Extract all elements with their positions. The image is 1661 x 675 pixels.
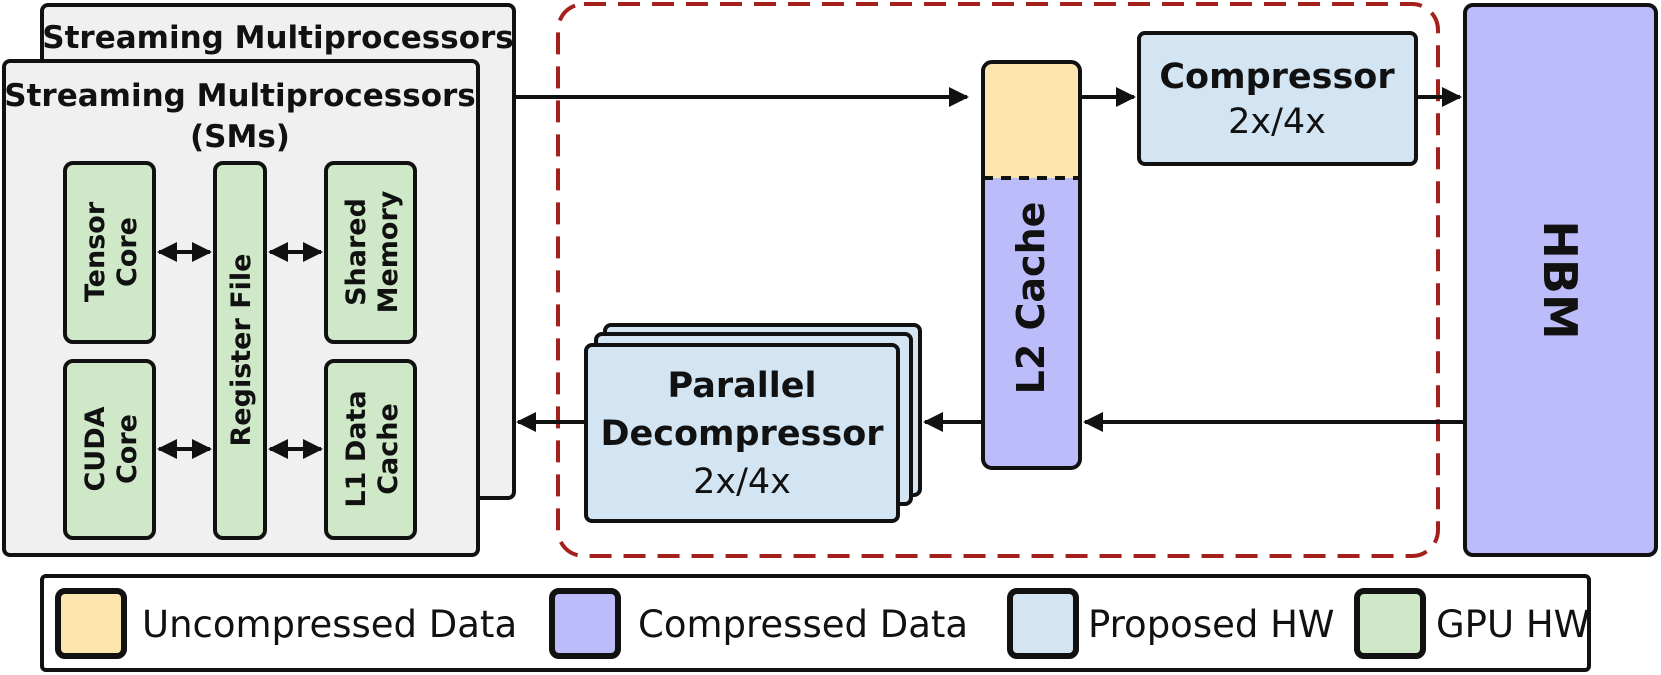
- legend-box: [40, 574, 1591, 672]
- cuda-core-box: [63, 359, 156, 540]
- l1-cache-label-1: L1 Data: [341, 390, 372, 507]
- hbm-label: HBM: [1533, 220, 1587, 339]
- l1-cache-label-2: Cache: [373, 403, 404, 495]
- legend-swatch-uncompressed: [55, 588, 127, 659]
- legend-label-proposed: Proposed HW: [1088, 603, 1335, 646]
- sm-front-title-line1: Streaming Multiprocessors: [4, 78, 475, 114]
- compressor-label-2: 2x/4x: [1228, 102, 1326, 142]
- l1-cache-box: [324, 359, 417, 540]
- decompressor-label-3: 2x/4x: [693, 462, 791, 502]
- sm-front-title-line2: (SMs): [190, 119, 290, 155]
- legend-swatch-proposed: [1007, 588, 1079, 659]
- cuda-core-label-1: CUDA: [80, 406, 111, 491]
- compressor-label-1: Compressor: [1159, 57, 1395, 97]
- l2-cache-label: L2 Cache: [1009, 202, 1053, 395]
- l2-cache-uncompressed-fill: [983, 62, 1080, 178]
- decompressor-label-1: Parallel: [668, 366, 817, 406]
- l2-cache-box: [981, 60, 1082, 470]
- legend-label-gpu: GPU HW: [1436, 603, 1590, 646]
- shared-memory-box: [324, 161, 417, 344]
- shared-memory-label-1: Shared: [341, 198, 372, 306]
- legend-swatch-compressed: [549, 588, 621, 659]
- legend-swatch-gpu: [1354, 588, 1426, 659]
- tensor-core-label-1: Tensor: [80, 201, 111, 302]
- proposed-region-border: [556, 2, 1440, 558]
- legend-label-uncompressed: Uncompressed Data: [142, 603, 517, 646]
- tensor-core-box: [63, 161, 156, 344]
- tensor-core-label-2: Core: [112, 217, 143, 287]
- legend-label-compressed: Compressed Data: [638, 603, 968, 646]
- sm-back-title: Streaming Multiprocessors: [42, 20, 513, 56]
- decompressor-box: [584, 343, 900, 523]
- l2-cache-uncompressed-fill-bottom: [983, 160, 1080, 178]
- register-file-box: [213, 161, 267, 540]
- decompressor-label-2: Decompressor: [600, 414, 884, 454]
- compressor-box: [1137, 31, 1418, 166]
- shared-memory-label-2: Memory: [373, 190, 404, 313]
- cuda-core-label-2: Core: [112, 414, 143, 484]
- hbm-box: [1463, 3, 1658, 557]
- register-file-label: Register File: [226, 254, 257, 447]
